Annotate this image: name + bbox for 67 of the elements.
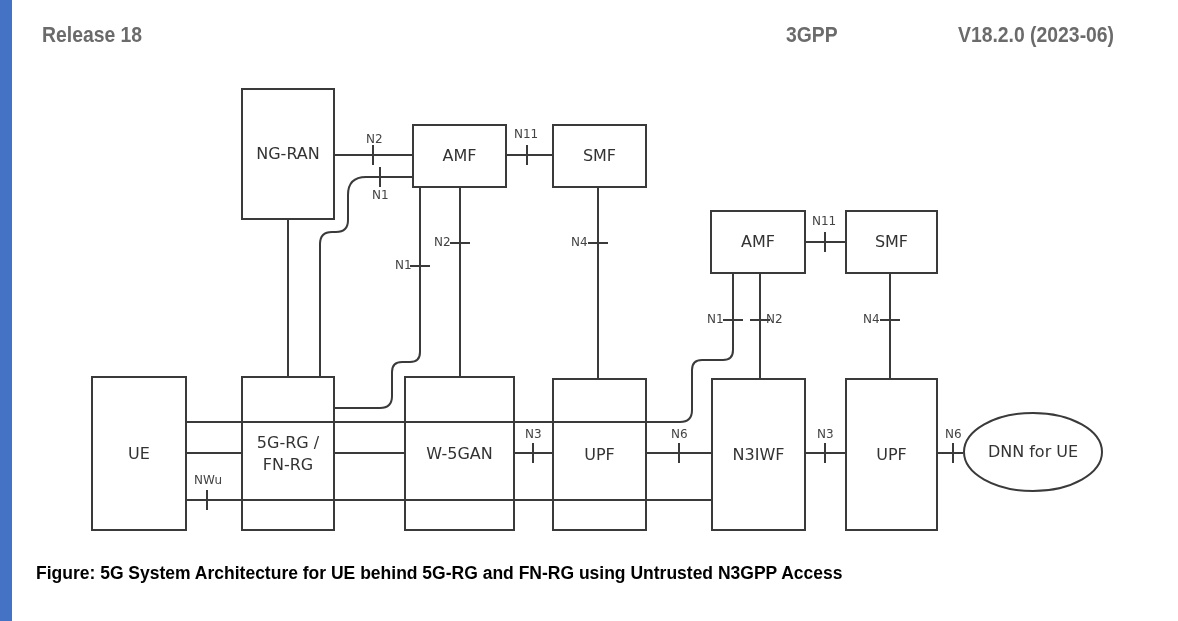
node-label: N3IWF <box>732 443 785 466</box>
node-label: DNN for UE <box>987 441 1079 463</box>
interface-label: N6 <box>671 428 688 440</box>
node-label: NG-RAN <box>256 143 320 165</box>
interface-line <box>186 489 242 511</box>
node-label: UPF <box>876 443 907 466</box>
node-label: SMF <box>874 231 909 253</box>
network-function-box <box>845 378 938 531</box>
node-label: UE <box>128 442 150 465</box>
interface-label: N11 <box>812 215 837 227</box>
network-function-box <box>412 124 507 188</box>
network-function-box <box>91 376 187 531</box>
connector-line <box>514 499 553 501</box>
node-label: AMF <box>741 231 775 253</box>
network-function-box <box>845 210 938 274</box>
node-label: AMF <box>442 145 477 167</box>
node-label: W-5GAN <box>426 442 493 465</box>
interface-label: N2 <box>434 236 451 248</box>
interface-line <box>937 442 964 464</box>
interface-label: N6 <box>945 428 962 440</box>
connector-line <box>334 499 405 501</box>
interface-label: N1 <box>395 259 412 271</box>
interface-line <box>514 442 553 464</box>
connector-line <box>334 421 405 423</box>
interface-label: N4 <box>863 313 880 325</box>
node-label: SMF <box>582 145 617 167</box>
connector-line <box>287 219 289 377</box>
interface-label: N4 <box>571 236 588 248</box>
interface-line <box>334 144 413 166</box>
network-function-box <box>404 376 515 531</box>
interface-line <box>449 187 471 377</box>
interface-line <box>587 187 609 379</box>
connector-line <box>334 452 405 454</box>
connector-line <box>646 499 712 501</box>
network-function-box <box>710 210 806 274</box>
interface-line <box>805 231 846 253</box>
interface-label: NWu <box>194 474 223 486</box>
header-text: V18.2.0 (2023-06) <box>958 22 1115 48</box>
interface-line <box>334 187 431 409</box>
interface-line <box>749 273 771 379</box>
interface-line <box>646 273 744 423</box>
connector-line <box>186 421 242 423</box>
interface-line <box>879 273 901 379</box>
connector-line <box>514 421 553 423</box>
network-function-box <box>711 378 806 531</box>
interface-line <box>646 442 712 464</box>
interface-line <box>319 166 413 377</box>
header-text: Release 18 <box>42 22 143 48</box>
network-function-box <box>241 376 335 531</box>
network-function-box <box>552 124 647 188</box>
header-text: 3GPP <box>786 22 838 48</box>
interface-label: N3 <box>817 428 834 440</box>
interface-label: N2 <box>766 313 783 325</box>
node-label: UPF <box>584 443 615 466</box>
interface-label: N3 <box>525 428 542 440</box>
network-function-box <box>552 378 647 531</box>
network-function-box <box>241 88 335 220</box>
interface-line <box>506 144 553 166</box>
interface-label: N2 <box>366 133 383 145</box>
interface-label: N1 <box>707 313 724 325</box>
connector-line <box>186 452 242 454</box>
node-label: 5G-RG / FN-RG <box>255 431 321 476</box>
interface-label: N1 <box>372 189 389 201</box>
interface-line <box>805 442 846 464</box>
figure-caption: Figure: 5G System Architecture for UE behind 5G-RG and FN-RG using Untrusted N3GPP Access <box>36 563 843 584</box>
data-network-ellipse <box>963 412 1103 492</box>
interface-label: N11 <box>514 128 539 140</box>
